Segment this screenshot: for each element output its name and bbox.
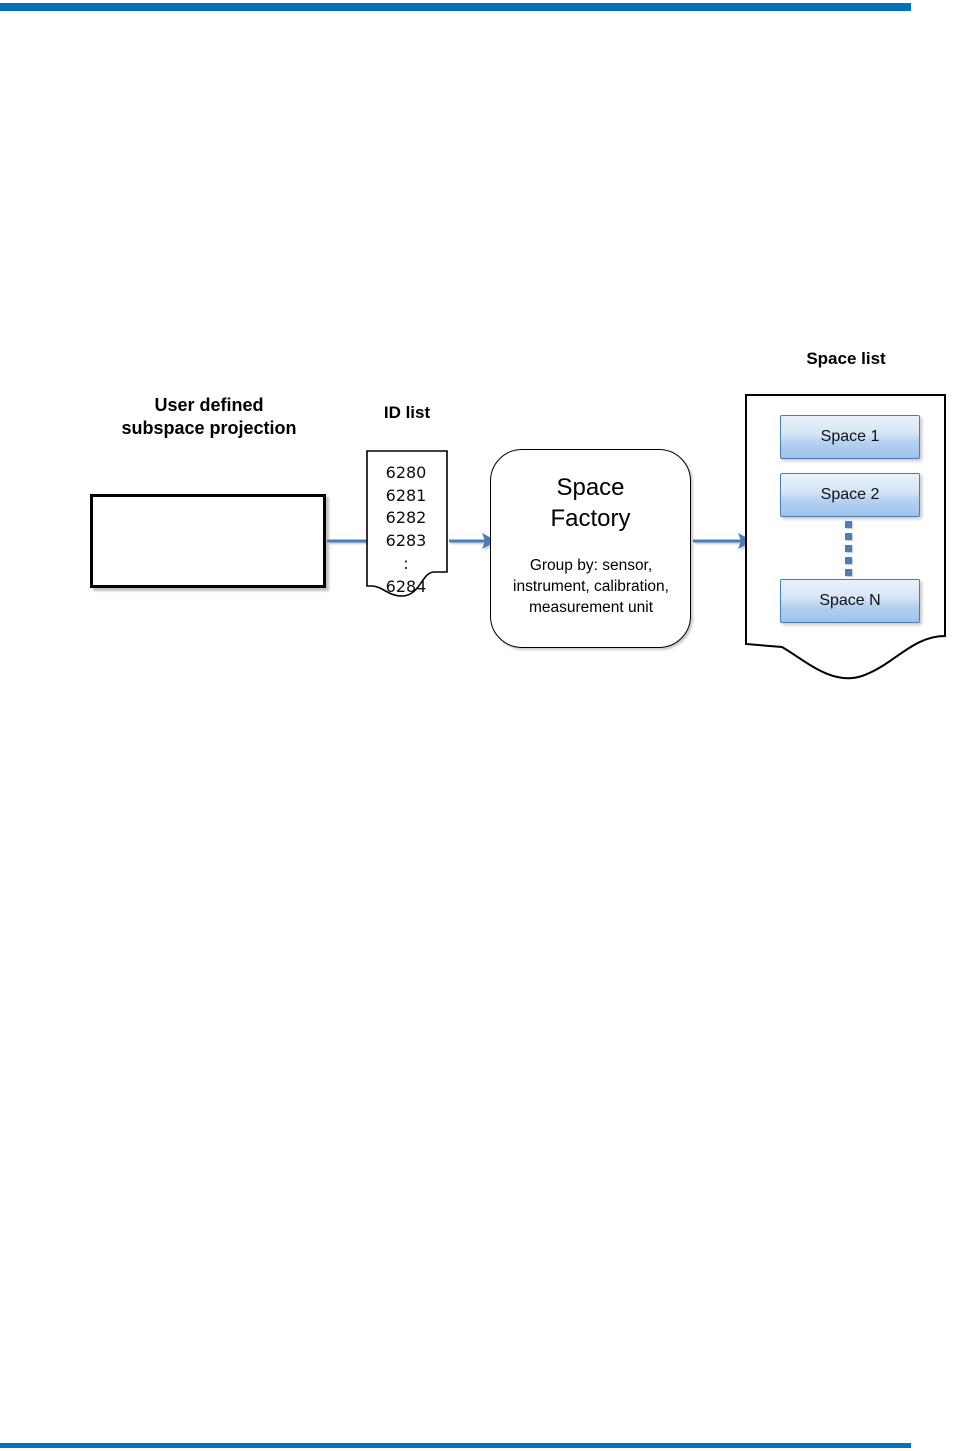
user-defined-subspace-label: User defined subspace projection (121, 395, 297, 439)
id-value-ellipsis: : (403, 553, 409, 573)
space-item-1[interactable]: Space 1 (780, 415, 920, 459)
id-value: 6281 (385, 485, 427, 505)
dot (845, 569, 852, 576)
id-list-values: 6280 6281 6282 6283 : 6284 (366, 462, 446, 598)
space-list-label: Space list (806, 349, 886, 368)
dot (845, 557, 852, 564)
id-list-label: ID list (383, 403, 431, 422)
space-factory-subtitle: Group by: sensor, instrument, calibratio… (513, 557, 669, 616)
id-value: 6280 (385, 463, 427, 482)
user-defined-subspace-box (90, 494, 326, 588)
space-item-label: Space N (819, 592, 881, 609)
dot (845, 533, 852, 540)
space-factory-title: Space Factory (550, 474, 631, 532)
space-list-ellipsis-dots (845, 521, 853, 577)
space-item-2[interactable]: Space 2 (780, 473, 920, 517)
header-rule (0, 3, 911, 11)
dot (845, 545, 852, 552)
id-list-document (366, 450, 448, 620)
footer-rule (0, 1443, 911, 1448)
space-item-label: Space 2 (820, 486, 880, 503)
space-item-n[interactable]: Space N (780, 579, 920, 623)
space-item-label: Space 1 (820, 428, 880, 445)
arrow-idlist-to-factory (448, 528, 499, 552)
id-value: 6284 (385, 576, 427, 596)
id-value: 6282 (385, 508, 427, 528)
dot (845, 521, 852, 528)
space-factory-box (490, 449, 691, 648)
id-value: 6283 (385, 531, 427, 551)
